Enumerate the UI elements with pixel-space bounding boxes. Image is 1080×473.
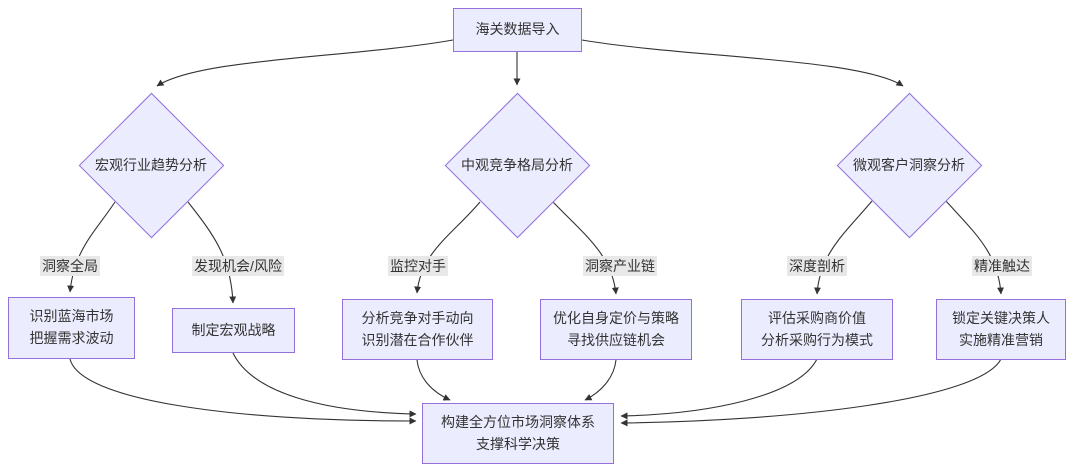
action-identify-blue-ocean: 识别蓝海市场 把握需求波动 xyxy=(8,297,135,359)
action-analyze-competitors: 分析竞争对手动向 识别潜在合作伙伴 xyxy=(342,299,493,360)
edge-action2-to-final xyxy=(232,352,417,418)
edge-action6-to-final xyxy=(620,358,1002,427)
action-lock-decision-makers: 锁定关键决策人 实施精准营销 xyxy=(936,299,1066,360)
action-evaluate-buyers: 评估采购商价值 分析采购行为模式 xyxy=(741,299,893,360)
edge-label-monitor-competitors: 监控对手 xyxy=(388,256,448,276)
edge-root-to-macro xyxy=(156,39,454,87)
action-macro-strategy: 制定宏观战略 xyxy=(172,308,295,353)
edge-micro-to-action6 xyxy=(945,200,1005,295)
final-line: 构建全方位市场洞察体系 xyxy=(441,413,595,430)
edge-label-industry-chain: 洞察产业链 xyxy=(583,256,657,276)
edge-action4-to-final xyxy=(584,359,617,401)
edge-label-deep-analysis: 深度剖析 xyxy=(787,256,847,276)
edge-action1-to-final xyxy=(69,358,417,425)
action-line: 评估采购商价值 xyxy=(768,309,866,326)
action-line: 分析竞争对手动向 xyxy=(361,309,474,326)
final-line: 支撑科学决策 xyxy=(476,435,560,452)
action-line: 实施精准营销 xyxy=(959,331,1043,348)
edge-macro-to-action2 xyxy=(187,201,237,304)
node-final-insight-system: 构建全方位市场洞察体系 支撑科学决策 xyxy=(422,403,614,464)
decision-label: 中观竞争格局分析 xyxy=(461,157,573,173)
edge-root-to-micro xyxy=(581,39,904,87)
action-line: 锁定关键决策人 xyxy=(952,309,1050,326)
edge-meso-to-action4 xyxy=(552,201,619,295)
action-line: 识别蓝海市场 xyxy=(29,308,114,325)
decision-label: 微观客户洞察分析 xyxy=(853,157,965,173)
edge-label-insight-overall: 洞察全局 xyxy=(40,256,100,276)
node-label: 海关数据导入 xyxy=(475,21,560,38)
action-line: 识别潜在合作伙伴 xyxy=(361,331,474,348)
edge-action5-to-final xyxy=(620,358,818,420)
action-line: 制定宏观战略 xyxy=(191,321,276,338)
action-line: 把握需求波动 xyxy=(29,330,114,346)
edge-micro-to-action5 xyxy=(813,200,873,295)
decision-meso-competition: 中观竞争格局分析 xyxy=(444,92,590,238)
edge-action3-to-final xyxy=(416,359,451,401)
edge-meso-to-action3 xyxy=(414,201,481,294)
edge-macro-to-action1 xyxy=(67,201,116,293)
decision-micro-customer-insight: 微观客户洞察分析 xyxy=(836,92,982,238)
action-line: 优化自身定价与策略 xyxy=(553,309,679,326)
action-line: 分析采购行为模式 xyxy=(761,331,873,348)
edge-label-precise-reach: 精准触达 xyxy=(972,256,1032,276)
action-optimize-pricing: 优化自身定价与策略 寻找供应链机会 xyxy=(540,299,692,360)
decision-label: 宏观行业趋势分析 xyxy=(95,157,207,173)
edge-label-opportunity-risk: 发现机会/风险 xyxy=(192,256,284,276)
action-line: 寻找供应链机会 xyxy=(567,331,665,348)
decision-macro-industry-trend: 宏观行业趋势分析 xyxy=(78,92,224,238)
node-customs-data-import: 海关数据导入 xyxy=(453,8,582,52)
